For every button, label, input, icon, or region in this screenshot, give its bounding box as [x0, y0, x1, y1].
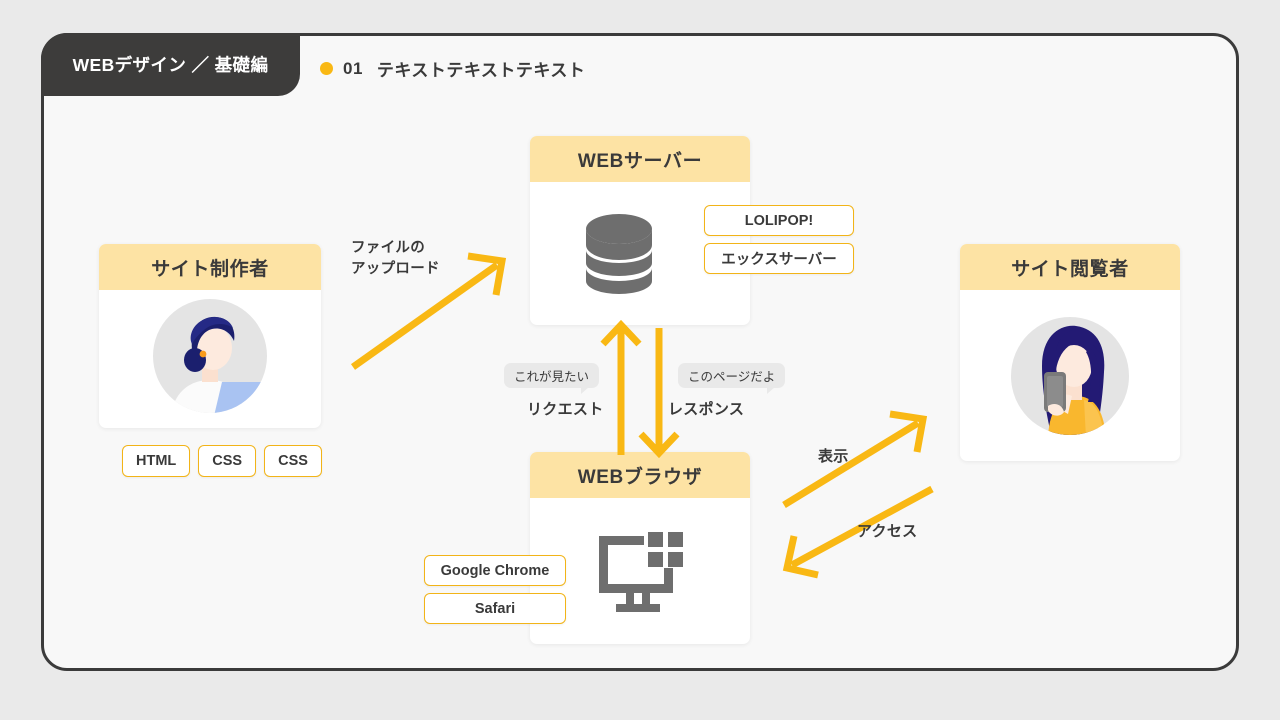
card-body-site-creator: [99, 290, 321, 428]
bubble-request: これが見たい: [504, 363, 600, 394]
slide-title-text: テキストテキストテキスト: [376, 61, 586, 80]
card-header-web-browser: WEBブラウザ: [530, 452, 750, 498]
card-site-viewer: サイト閲覧者: [960, 244, 1180, 461]
label-access: アクセス: [857, 523, 918, 540]
card-body-web-server: [530, 182, 750, 325]
tag-xserver[interactable]: エックスサーバー: [704, 243, 854, 274]
tags-web-server: LOLIPOP! エックスサーバー: [704, 205, 854, 274]
card-web-browser: WEBブラウザ: [530, 452, 750, 644]
card-header-site-viewer: サイト閲覧者: [960, 244, 1180, 290]
card-title-web-server: WEBサーバー: [577, 150, 703, 172]
card-body-web-browser: [530, 498, 750, 644]
tag-google-chrome[interactable]: Google Chrome: [424, 555, 566, 586]
label-display: 表示: [818, 448, 849, 465]
card-site-creator: サイト制作者: [99, 244, 321, 428]
person-smartphone-illustration: [1011, 316, 1129, 435]
tag-html[interactable]: HTML: [122, 445, 191, 477]
label-file-upload: ファイルの アップロード: [351, 240, 440, 278]
header-tab-label: WEBデザイン ／ 基礎編: [72, 55, 269, 75]
slide-title: 01 テキストテキストテキスト: [320, 56, 585, 81]
card-header-web-server: WEBサーバー: [530, 136, 750, 182]
label-request: リクエスト: [527, 401, 604, 418]
card-body-site-viewer: [960, 290, 1180, 461]
database-icon: [586, 213, 652, 294]
card-title-site-viewer: サイト閲覧者: [1011, 258, 1129, 280]
card-title-site-creator: サイト制作者: [151, 258, 269, 280]
card-title-web-browser: WEBブラウザ: [577, 466, 703, 488]
header-tab: WEBデザイン ／ 基礎編: [41, 33, 300, 96]
bullet-dot-icon: [320, 62, 333, 75]
monitor-window-icon: [599, 532, 683, 612]
tag-css-1[interactable]: CSS: [198, 445, 257, 477]
tags-web-browser: Google Chrome Safari: [424, 555, 566, 624]
card-header-site-creator: サイト制作者: [99, 244, 321, 290]
tag-lolipop[interactable]: LOLIPOP!: [704, 205, 854, 236]
tag-safari[interactable]: Safari: [424, 593, 566, 624]
person-laptop-illustration: [153, 299, 267, 413]
slide-number: 01: [343, 58, 363, 78]
label-response: レスポンス: [668, 401, 745, 418]
tag-css-2[interactable]: CSS: [264, 445, 322, 477]
tags-site-creator: HTML CSS CSS: [122, 445, 322, 477]
bubble-response: このページだよ: [678, 363, 786, 394]
